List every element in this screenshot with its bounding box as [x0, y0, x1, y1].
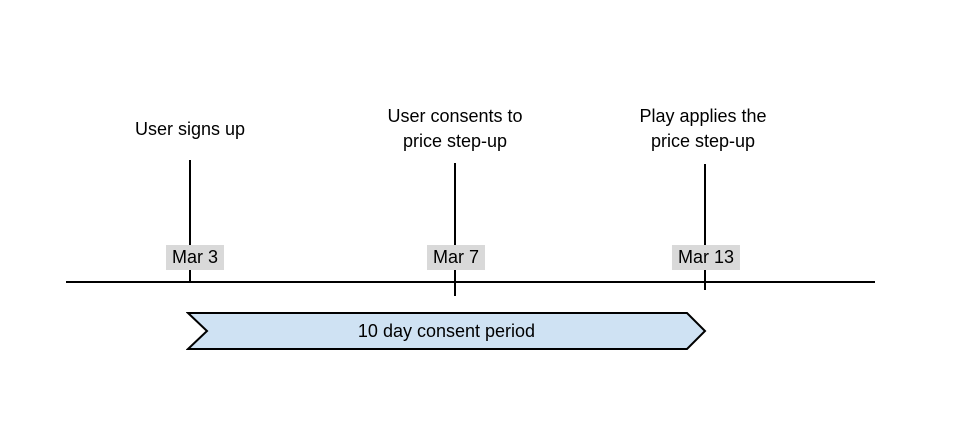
event-label-user-signs-up: User signs up [134, 119, 246, 139]
banner-label: 10 day consent period [357, 320, 536, 341]
banner-arrow-shape [186, 312, 707, 350]
event-label-user-consents: User consents to price step-up [387, 106, 523, 151]
timeline-axis [66, 281, 875, 283]
event-date-badge: Mar 3 [165, 245, 225, 270]
event-tick-line [704, 164, 706, 290]
banner-polygon-border [186, 312, 707, 350]
event-tick-line [454, 163, 456, 296]
event-date-badge: Mar 7 [426, 245, 486, 270]
event-label-play-applies: Play applies the price step-up [639, 106, 767, 151]
banner-polygon [188, 313, 705, 349]
event-date-badge: Mar 13 [671, 245, 741, 270]
event-tick-line [189, 160, 191, 282]
